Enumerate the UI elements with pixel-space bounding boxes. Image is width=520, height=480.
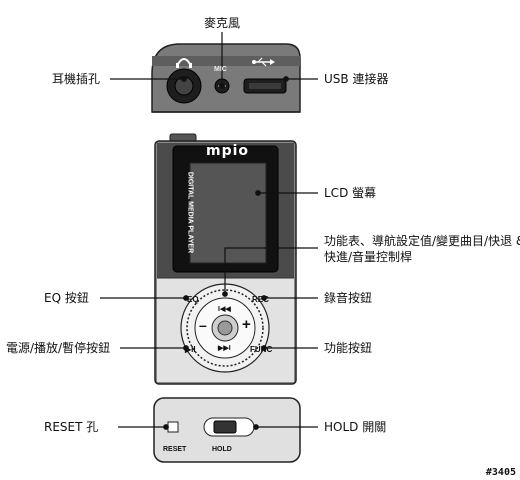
key-plus-label: + [242, 316, 251, 333]
side-text: DIGITAL MEDIA PLAYER [186, 171, 194, 254]
label-earphone-jack: 耳機插孔 [52, 72, 101, 86]
lcd-screen [189, 162, 267, 264]
brand-logo: mpio [206, 143, 250, 159]
label-lcd-screen: LCD 螢幕 [324, 186, 377, 200]
label-hold-switch: HOLD 開關 [324, 420, 387, 434]
reset-small-label: RESET [163, 446, 187, 453]
usb-icon [252, 57, 275, 67]
key-func-label: FUNC [250, 345, 273, 354]
key-rec-label: REC [252, 295, 269, 304]
mic-small-label: MIC [214, 66, 227, 73]
label-record-button: 錄音按鈕 [324, 291, 373, 305]
headphone-icon [176, 58, 192, 68]
top-view [151, 43, 301, 113]
bottom-view [153, 397, 301, 463]
key-eq-label: EQ [187, 295, 199, 304]
label-nav-line1: 功能表、導航設定值/變更曲目/快退 & [324, 234, 520, 248]
leader-lines [100, 32, 318, 430]
label-usb-connector: USB 連接器 [324, 72, 389, 86]
usb-port [243, 78, 287, 94]
earphone-jack [166, 68, 202, 104]
label-eq-button: EQ 按鈕 [44, 291, 89, 305]
corner-id: #3405 [485, 467, 516, 478]
label-function-button: 功能按鈕 [324, 341, 373, 355]
key-power-label: ▶II [185, 345, 196, 354]
hold-small-label: HOLD [212, 446, 232, 453]
navigation-wheel [180, 283, 270, 373]
reset-hole [167, 421, 179, 433]
label-nav-line2: 快進/音量控制桿 [324, 250, 413, 264]
key-down-label: ▶▶I [218, 345, 231, 352]
label-microphone: 麥克風 [204, 16, 241, 30]
label-reset-hole: RESET 孔 [44, 420, 99, 434]
key-up-label: I◀◀ [218, 306, 231, 313]
key-minus-label: – [199, 317, 207, 333]
label-power-button: 電源/播放/暫停按鈕 [6, 341, 111, 355]
